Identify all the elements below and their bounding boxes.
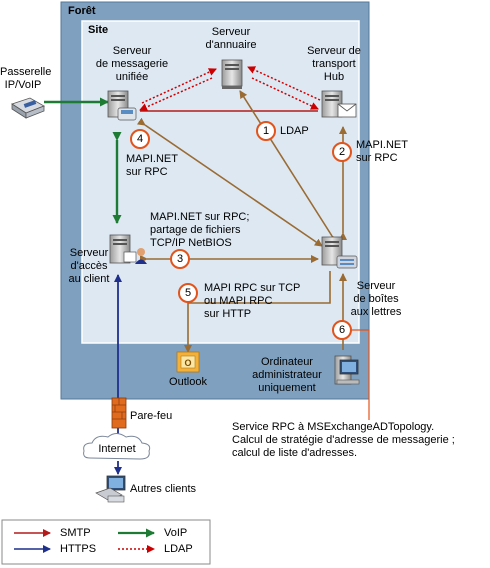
badge-6 bbox=[332, 320, 352, 340]
badge-4-number: 4 bbox=[136, 133, 144, 145]
firewall-label: Pare-feu bbox=[130, 410, 173, 422]
mailbox-server-icon bbox=[321, 236, 358, 269]
badge-4 bbox=[130, 129, 150, 149]
internet-cloud-icon bbox=[83, 433, 151, 460]
badge-6-number: 6 bbox=[338, 324, 346, 336]
legend-https-label: HTTPS bbox=[60, 543, 97, 555]
outlook-icon: O bbox=[176, 351, 200, 373]
badge-1 bbox=[256, 121, 276, 141]
conn5-mailbox-outlook bbox=[184, 271, 331, 353]
other-clients-icon bbox=[95, 475, 126, 503]
legend-box bbox=[1, 519, 211, 565]
ldap-dir-to-um bbox=[139, 77, 213, 111]
directory-server-icon bbox=[221, 59, 243, 89]
badge-2 bbox=[332, 142, 352, 162]
other-clients-label: Autres clients bbox=[130, 483, 197, 495]
legend-voip-label: VoIP bbox=[164, 527, 188, 539]
voip-gateway-icon bbox=[11, 97, 45, 119]
svg-text:O: O bbox=[184, 358, 191, 368]
hub-server-icon bbox=[321, 90, 357, 118]
um-server-icon bbox=[107, 90, 137, 121]
legend-ldap-label: LDAP bbox=[164, 543, 193, 555]
admin-computer-icon bbox=[334, 355, 360, 385]
conn4-um-mailbox bbox=[136, 117, 323, 247]
badge-5 bbox=[178, 283, 198, 303]
legend-smtp-label: SMTP bbox=[60, 527, 91, 539]
topology-note: Service RPC à MSExchangeADTopology.Calcu… bbox=[232, 421, 455, 459]
badge-3-number: 3 bbox=[176, 253, 184, 265]
badge-5-number: 5 bbox=[184, 287, 192, 299]
internet-label: Internet bbox=[98, 443, 136, 455]
cas-server-icon bbox=[109, 234, 147, 264]
badge-3 bbox=[170, 249, 190, 269]
callout-line bbox=[351, 329, 370, 420]
firewall-icon bbox=[111, 397, 127, 429]
conn1-label: LDAP bbox=[280, 125, 309, 137]
site-title: Site bbox=[88, 24, 109, 36]
badge-2-number: 2 bbox=[338, 146, 346, 158]
forest-title: Forêt bbox=[68, 5, 96, 17]
badge-1-number: 1 bbox=[262, 125, 270, 137]
outlook-label: Outlook bbox=[169, 376, 207, 388]
ldap-um-to-dir bbox=[141, 68, 217, 104]
